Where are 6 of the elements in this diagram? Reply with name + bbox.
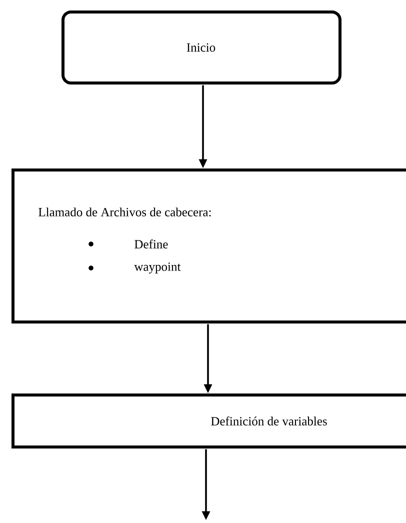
process-box: Definición de variables bbox=[12, 394, 406, 448]
process-box: Llamado de Archivos de cabecera: Define waypoint bbox=[12, 168, 406, 324]
process-box: Inicio bbox=[62, 10, 342, 84]
node-label: waypoint bbox=[134, 262, 181, 274]
node-label: Llamado de Archivos de cabecera: bbox=[38, 208, 211, 216]
node-label: Define bbox=[134, 240, 168, 248]
